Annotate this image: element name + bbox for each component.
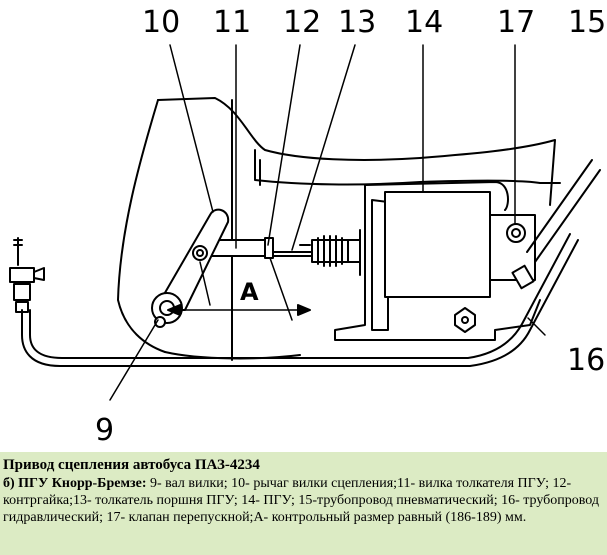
- callout-14: 14: [405, 5, 443, 40]
- pneumatic-pipe-15: [534, 169, 601, 263]
- bypass-valve-17: [506, 223, 526, 243]
- fork-lever-10: [154, 208, 230, 311]
- callout-15: 15: [568, 5, 606, 40]
- caption-legend-text: 9- вал вилки; 10- рычаг вилки сцепления;…: [3, 476, 600, 525]
- nut-hex: [454, 307, 476, 333]
- bypass-valve-17-inner: [511, 228, 521, 238]
- leader-16: [527, 317, 546, 336]
- callout-10: 10: [142, 5, 180, 40]
- bracket-top: [364, 181, 509, 211]
- caption-panel: Привод сцепления автобуса ПАЗ-4234 б) ПГ…: [0, 452, 607, 555]
- bracket: [334, 184, 541, 341]
- callout-16: 16: [567, 343, 605, 378]
- diagram-svg: 10 11 12 13 14 17 15 16 9 А: [9, 5, 606, 448]
- caption-body: б) ПГУ Кнорр-Бремзе: 9- вал вилки; 10- р…: [3, 475, 604, 526]
- housing-step: [254, 149, 561, 186]
- leader-12: [267, 44, 301, 246]
- leader-9: [109, 319, 159, 401]
- pipe-fitting: [511, 264, 535, 290]
- callout-11: 11: [213, 5, 251, 40]
- dimension-label-a: А: [240, 278, 259, 306]
- leader-13: [291, 44, 356, 251]
- lever-pin: [192, 245, 208, 261]
- callout-12: 12: [283, 5, 321, 40]
- sensor: [9, 249, 35, 313]
- fork-shaft-9: [151, 292, 183, 324]
- caption-title: Привод сцепления автобуса ПАЗ-4234: [3, 457, 260, 473]
- hydraulic-pipe-16: [21, 239, 579, 367]
- callout-9: 9: [95, 413, 114, 448]
- clutch-drive-diagram: 10 11 12 13 14 17 15 16 9 А: [9, 5, 607, 448]
- callout-17: 17: [497, 5, 535, 40]
- pgu-body: [384, 191, 491, 298]
- leader-10: [169, 44, 214, 213]
- housing-outline: [157, 97, 556, 206]
- callout-13: 13: [338, 5, 376, 40]
- housing-left-edge: [117, 99, 166, 353]
- caption-subtitle: б) ПГУ Кнорр-Бремзе:: [3, 476, 147, 491]
